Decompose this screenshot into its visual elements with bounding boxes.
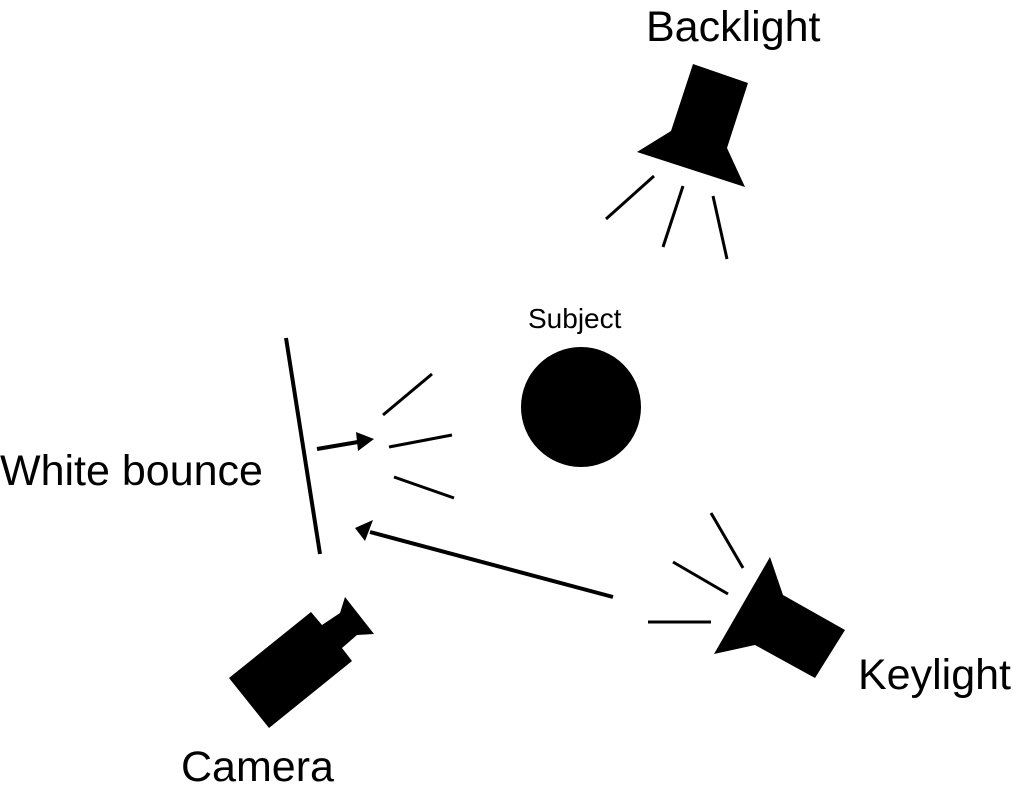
backlight-ray: [604, 174, 656, 221]
keylight-ray: [709, 512, 745, 569]
keylight-lamp-icon: [714, 557, 845, 678]
backlight-ray: [711, 195, 729, 260]
arrow-head-icon: [356, 432, 374, 451]
backlight-ray: [661, 185, 685, 248]
subject-label: Subject: [528, 303, 622, 334]
bounce-ray: [388, 433, 453, 449]
keylight: [648, 512, 845, 678]
backlight-lamp-icon: [637, 64, 748, 187]
bounce-ray: [393, 475, 455, 500]
bounce-rays: [382, 372, 455, 500]
backlight: [604, 64, 748, 260]
keylight-ray: [672, 560, 729, 596]
arrow-head-icon: [355, 520, 373, 541]
white-bounce-label: White bounce: [0, 447, 263, 495]
camera-label: Camera: [181, 743, 334, 791]
subject-circle-icon: [521, 347, 641, 467]
backlight-label: Backlight: [646, 3, 821, 51]
bounce-ray: [382, 372, 433, 417]
white-bounce-board-icon: [284, 337, 322, 555]
arrow-keylight-to-bounce: [355, 520, 614, 599]
video-camera-icon: [229, 597, 374, 728]
keylight-label: Keylight: [858, 651, 1011, 699]
arrow-bounce-to-subject: [316, 432, 374, 451]
